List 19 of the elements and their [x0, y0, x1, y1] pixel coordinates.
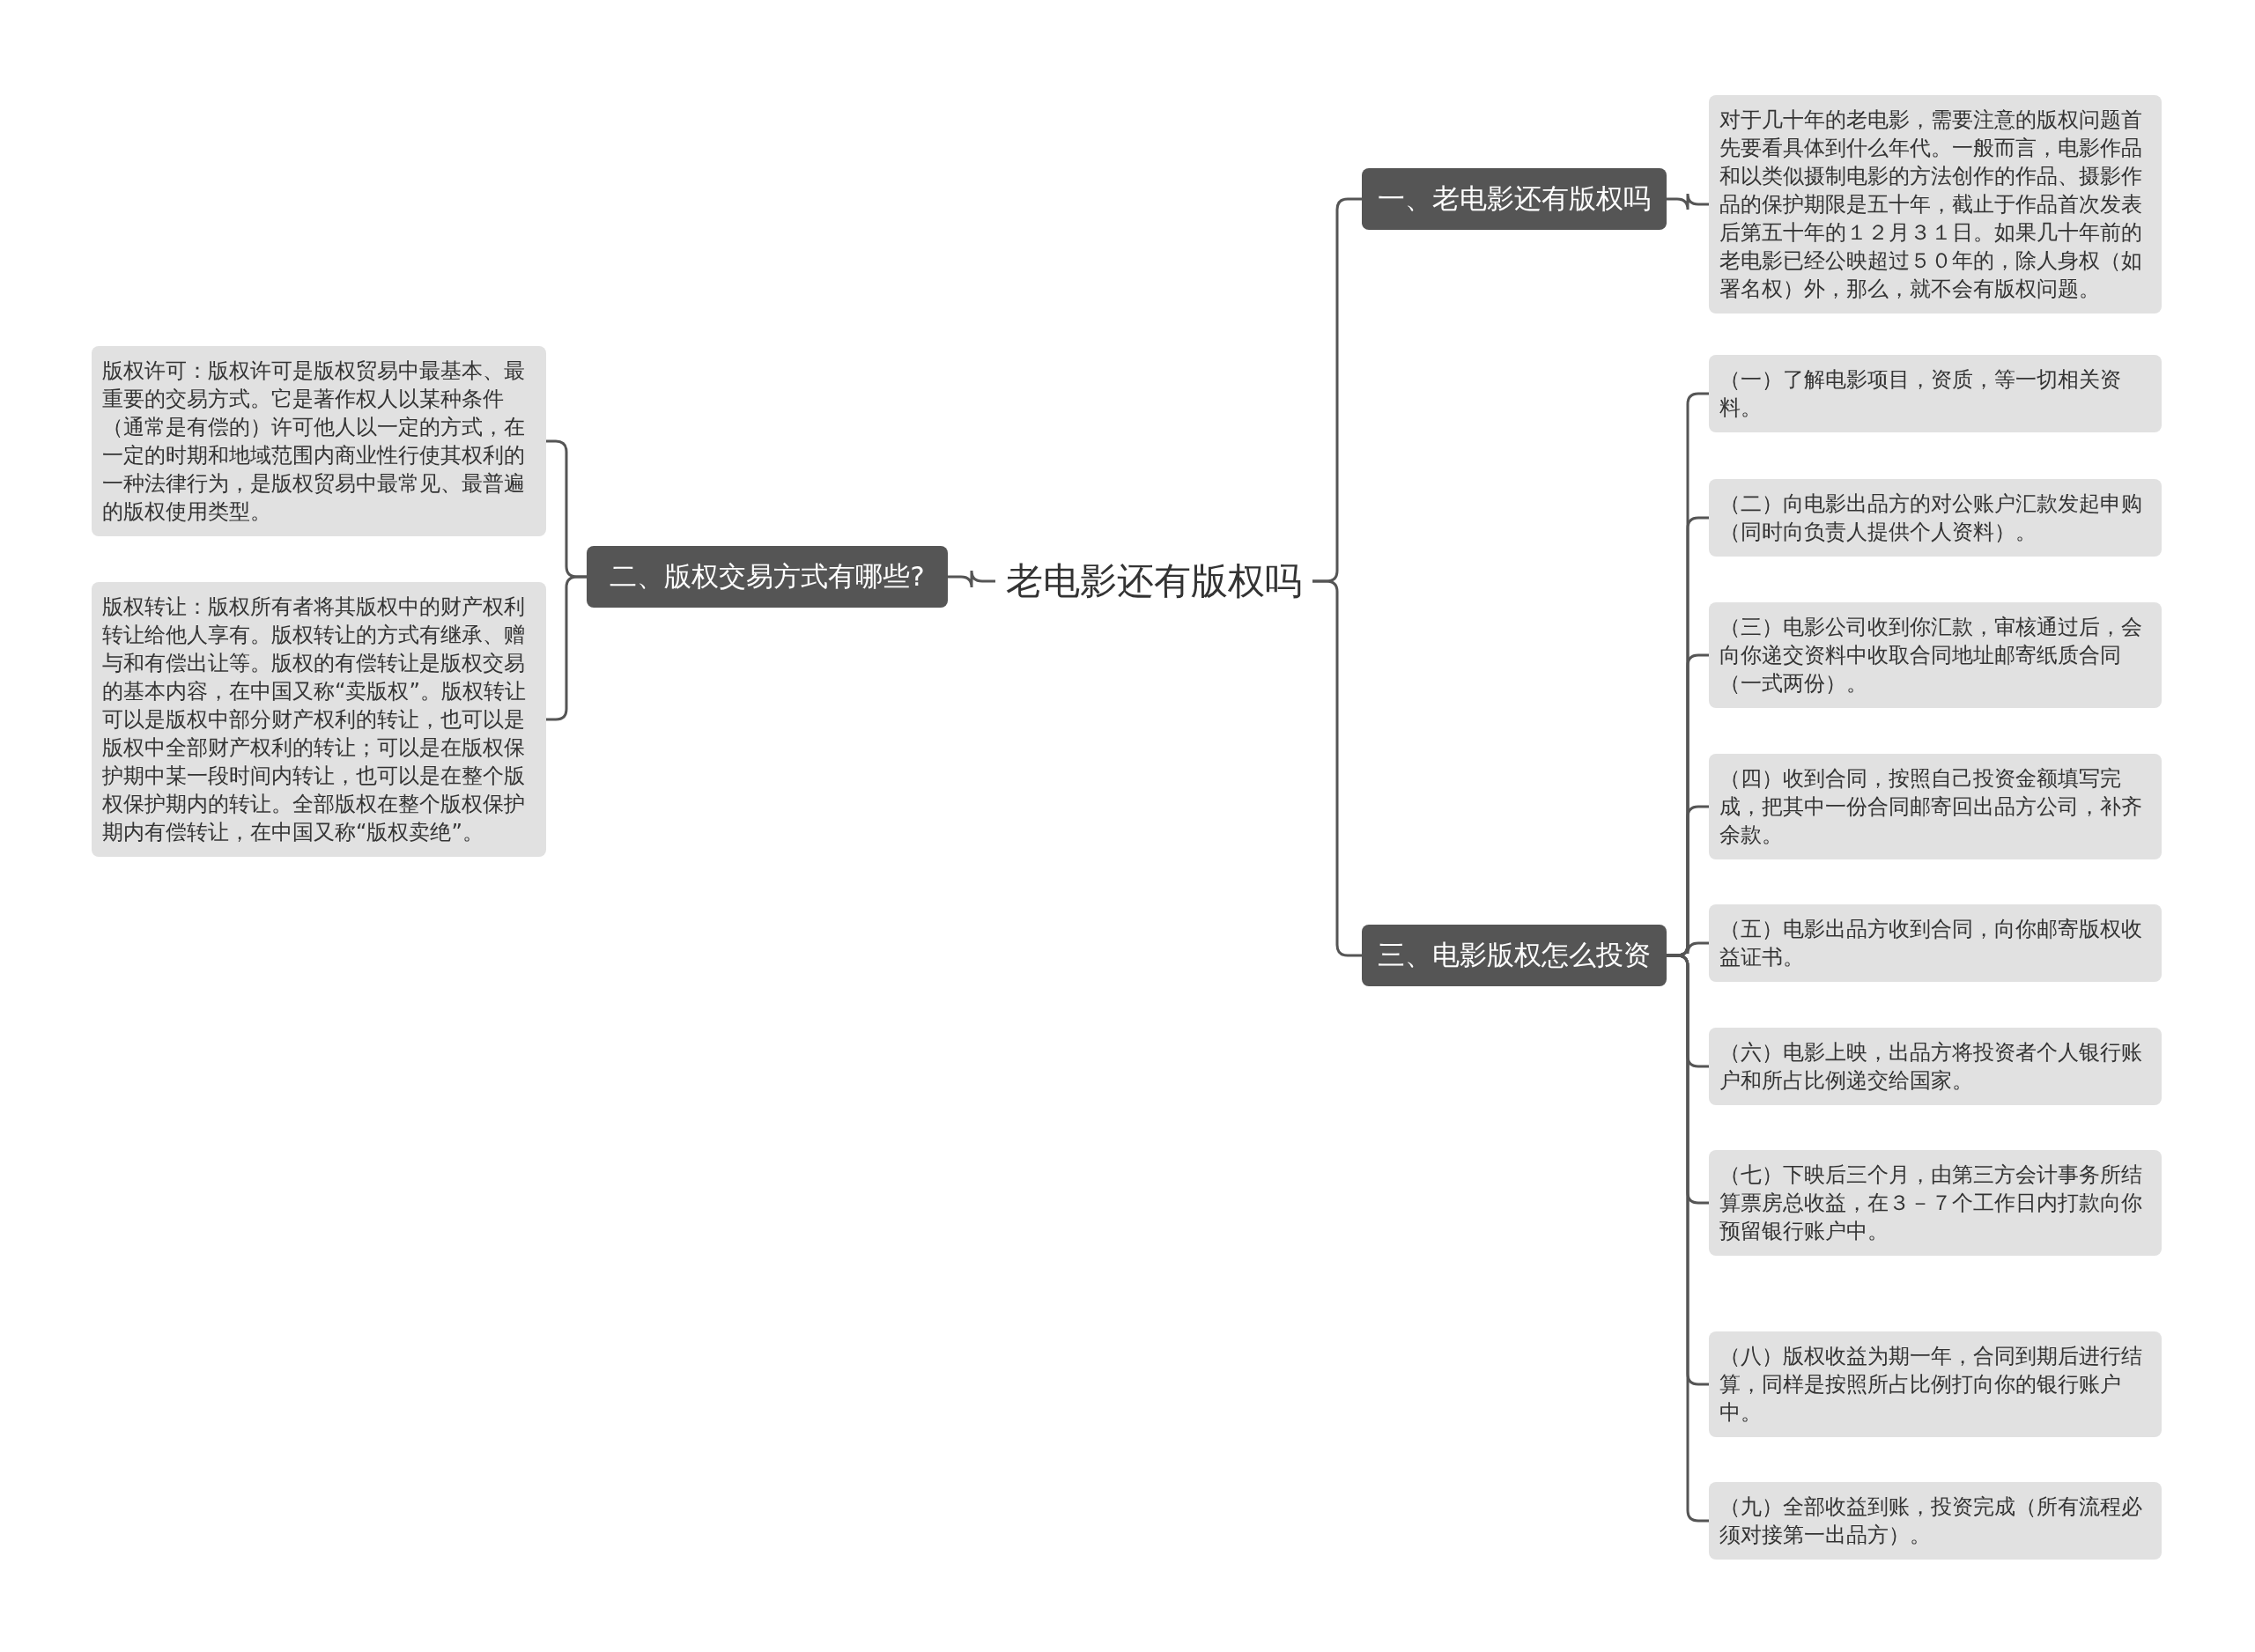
connector-line — [546, 575, 587, 721]
topic-box: 一、老电影还有版权吗 — [1362, 168, 1667, 230]
note-box: 版权许可：版权许可是版权贸易中最基本、最重要的交易方式。它是著作权人以某种条件（通常是有偿的）许可他人以一定的方式，在一定的时期和地域范围内商业性行使其权利的一种法律行为，是版权贸易中最常见、最普遍的版权使用类型。 — [92, 346, 546, 536]
note-box: （九）全部收益到账，投资完成（所有流程必须对接第一出品方）。 — [1709, 1482, 2162, 1560]
central-topic: 老电影还有版权吗 — [995, 549, 1312, 613]
connector-line — [1667, 192, 1709, 211]
note-box: （一）了解电影项目，资质，等一切相关资料。 — [1709, 355, 2162, 432]
note-box: （六）电影上映，出品方将投资者个人银行账户和所占比例递交给国家。 — [1709, 1028, 2162, 1105]
note-box: （二）向电影出品方的对公账户汇款发起申购（同时向负责人提供个人资料）。 — [1709, 479, 2162, 557]
connector-line — [948, 569, 995, 589]
note-box: （四）收到合同，按照自己投资金额填写完成，把其中一份合同邮寄回出品方公司，补齐余款。 — [1709, 754, 2162, 859]
note-box: 对于几十年的老电影，需要注意的版权问题首先要看具体到什么年代。一般而言，电影作品和以类似摄制电影的方法创作的作品、摄影作品的保护期限是五十年，截止于作品首次发表后第五十年的１２月３１日。如果几十年前的老电影已经公映超过５０年的，除人身权（如署名权）外，那么，就不会有版权问题。 — [1709, 95, 2162, 313]
note-box: （五）电影出品方收到合同，向你邮寄版权收益证书。 — [1709, 904, 2162, 982]
note-box: （八）版权收益为期一年，合同到期后进行结算，同样是按照所占比例打向你的银行账户中。 — [1709, 1331, 2162, 1437]
note-box: （七）下映后三个月，由第三方会计事务所结算票房总收益，在３－７个工作日内打款向你预留银行账户中。 — [1709, 1150, 2162, 1256]
topic-box: 二、版权交易方式有哪些? — [587, 546, 948, 608]
topic-box: 三、电影版权怎么投资 — [1362, 925, 1667, 986]
note-box: 版权转让：版权所有者将其版权中的财产权利转让给他人享有。版权转让的方式有继承、赠与和有偿出让等。版权的有偿转让是版权交易的基本内容，在中国又称“卖版权”。版权转让可以是版权中部分财产权利的转让，也可以是版权中全部财产权利的转让；可以是在版权保护期中某一段时间内转让，也可以是在整个版权保护期内的转让。全部版权在整个版权保护期内有偿转让，在中国又称“版权卖绝”。 — [92, 582, 546, 857]
note-box: （三）电影公司收到你汇款，审核通过后，会向你递交资料中收取合同地址邮寄纸质合同（一式两份）。 — [1709, 602, 2162, 708]
